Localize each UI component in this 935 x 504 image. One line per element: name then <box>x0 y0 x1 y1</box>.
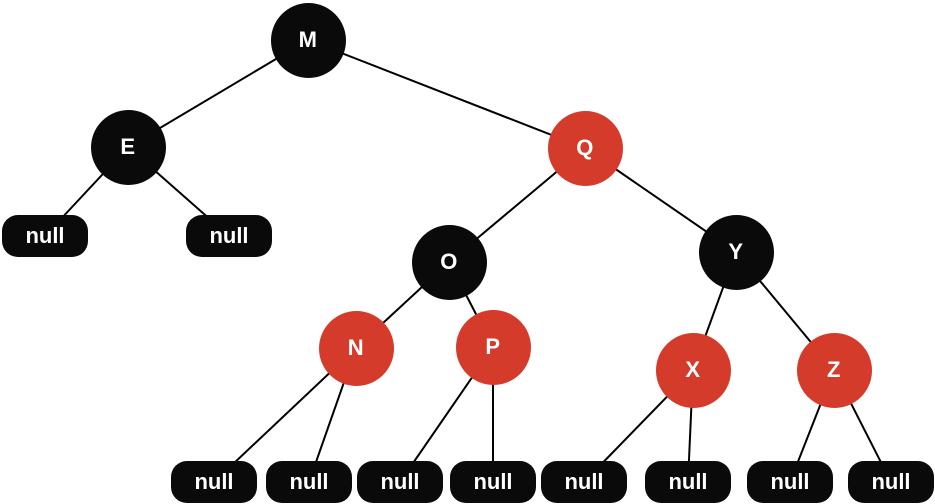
tree-node-Y: Y <box>698 214 774 290</box>
null-leaf-E-null-left: null <box>2 215 88 257</box>
tree-node-Z: Z <box>796 332 872 408</box>
null-leaf-P-null-right: null <box>450 461 536 503</box>
tree-edge-M-Q <box>307 39 586 149</box>
tree-node-X: X <box>655 332 731 408</box>
null-leaf-E-null-right: null <box>186 215 272 257</box>
null-leaf-P-null-left: null <box>357 461 443 503</box>
tree-node-Q: Q <box>547 110 623 186</box>
tree-node-N: N <box>318 310 394 386</box>
tree-node-O: O <box>411 224 487 300</box>
null-leaf-N-null-right: null <box>266 461 352 503</box>
tree-node-M: M <box>270 2 346 78</box>
tree-node-P: P <box>455 309 531 385</box>
tree-node-E: E <box>90 109 166 185</box>
null-leaf-N-null-left: null <box>171 461 257 503</box>
null-leaf-Z-null-right: null <box>848 461 934 503</box>
null-leaf-X-null-right: null <box>645 461 731 503</box>
null-leaf-Z-null-left: null <box>747 461 833 503</box>
null-leaf-X-null-left: null <box>541 461 627 503</box>
